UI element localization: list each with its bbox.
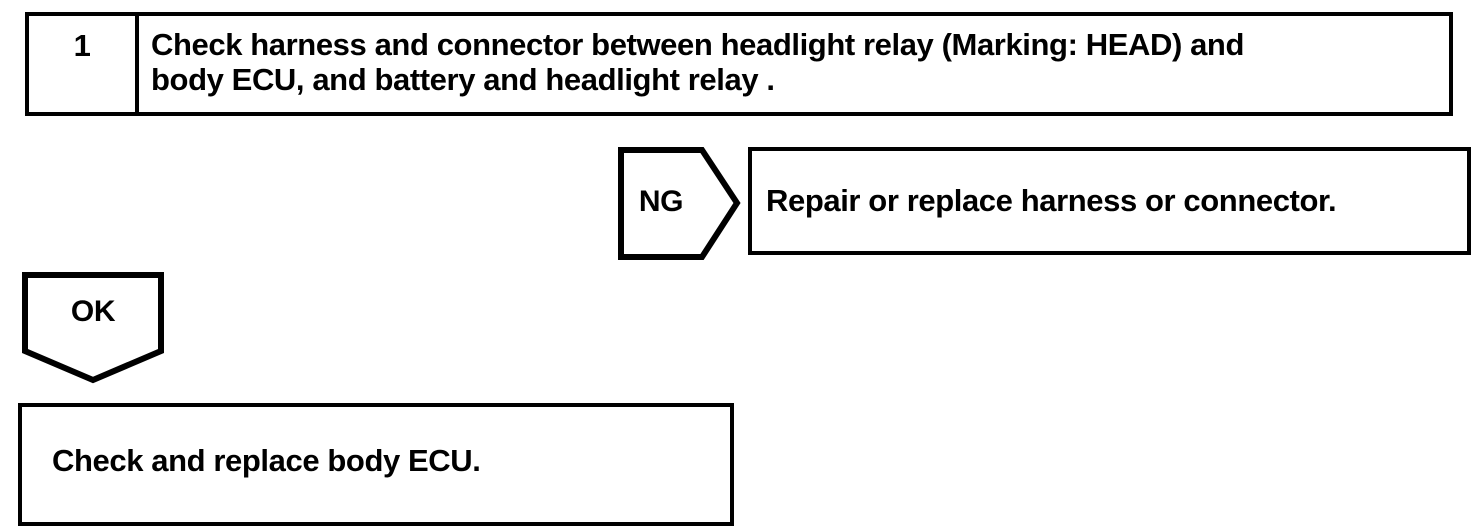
ng-label: NG xyxy=(638,184,684,218)
ng-pointer: NG xyxy=(617,146,743,261)
step-description-line2: body ECU, and battery and headlight rela… xyxy=(151,62,775,97)
ok-action-box: Check and replace body ECU. xyxy=(18,403,734,526)
step-description: Check harness and connector between head… xyxy=(139,16,1252,112)
ok-pointer: OK xyxy=(21,271,167,386)
ok-action-text: Check and replace body ECU. xyxy=(52,442,481,478)
ng-action-text: Repair or replace harness or connector. xyxy=(766,183,1337,218)
ng-arrow-icon xyxy=(618,147,741,260)
ok-label: OK xyxy=(70,295,116,328)
step-description-line1: Check harness and connector between head… xyxy=(151,27,1245,62)
ok-arrow-icon xyxy=(22,272,164,384)
ng-action-box: Repair or replace harness or connector. xyxy=(748,147,1471,255)
step-box: 1 Check harness and connector between he… xyxy=(25,12,1453,116)
step-number: 1 xyxy=(29,16,139,112)
